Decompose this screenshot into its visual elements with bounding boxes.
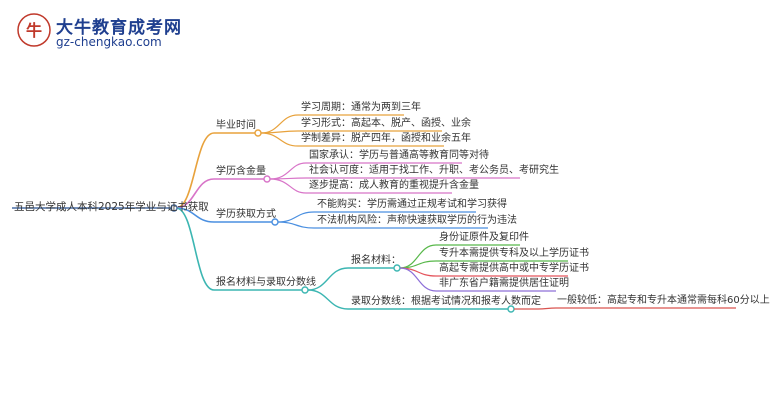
edge-root-credential [175,178,215,209]
leaf-grad-period: 学习周期：通常为两到三年 [301,102,421,113]
leaf-cred-national: 国家承认：学历与普通高等教育同等对待 [309,150,489,161]
branch-graduation: 毕业时间 [216,120,256,131]
logo-bull-icon: 牛 [17,13,51,47]
leaf-score-low: 一般较低：高起专和专升本通常需每科60分以上 [557,295,770,306]
leaf-grad-form: 学习形式：高起本、脱产、函授、业余 [301,118,471,129]
leaf-mat-highschool: 高起专需提供高中或中专学历证书 [439,263,589,274]
logo-url: gz-chengkao.com [56,35,162,49]
leaf-mat-upgrade: 专升本需提供专科及以上学历证书 [439,248,589,259]
branch-credential: 学历含金量 [216,166,266,177]
svg-text:牛: 牛 [26,21,42,40]
edge-acq-2 [277,221,488,229]
edge-root-enroll [175,207,215,291]
root-node [170,204,178,212]
edge-root-graduation [175,132,215,209]
edge-enroll-score [307,289,508,310]
mindmap-canvas [12,114,736,313]
edge-mat-4 [399,267,556,292]
sub-score: 录取分数线：根据考试情况和报考人数而定 [351,296,541,307]
logo-title: 大牛教育成考网 [56,18,182,38]
root-label: 五邑大学成人本科2025年学业与证书获取 [14,201,209,213]
edge-enroll-materials [307,267,394,291]
leaf-mat-id: 身份证原件及复印件 [439,232,529,243]
leaf-cred-improve: 逐步提高：成人教育的重视提升含金量 [309,180,479,191]
leaf-acq-nobuy: 不能购买：学历需通过正规考试和学习获得 [317,199,507,210]
leaf-mat-residence: 非广东省户籍需提供居住证明 [439,278,569,289]
edge-score-1 [514,307,736,310]
edge-grad-3 [260,132,444,147]
branch-acquire: 学历获取方式 [216,209,276,220]
leaf-acq-risk: 不法机构风险：声称快速获取学历的行为违法 [317,215,517,226]
edge-cred-3 [269,178,452,194]
edge-root-acquire [175,207,215,223]
leaf-cred-social: 社会认可度：适用于找工作、升职、考公务员、考研究生 [309,165,559,176]
sub-materials: 报名材料： [351,255,401,266]
leaf-grad-diff: 学制差异：脱产四年，函授和业余五年 [301,133,471,144]
edge-cred-2 [269,177,520,180]
branch-enroll: 报名材料与录取分数线 [216,277,316,288]
